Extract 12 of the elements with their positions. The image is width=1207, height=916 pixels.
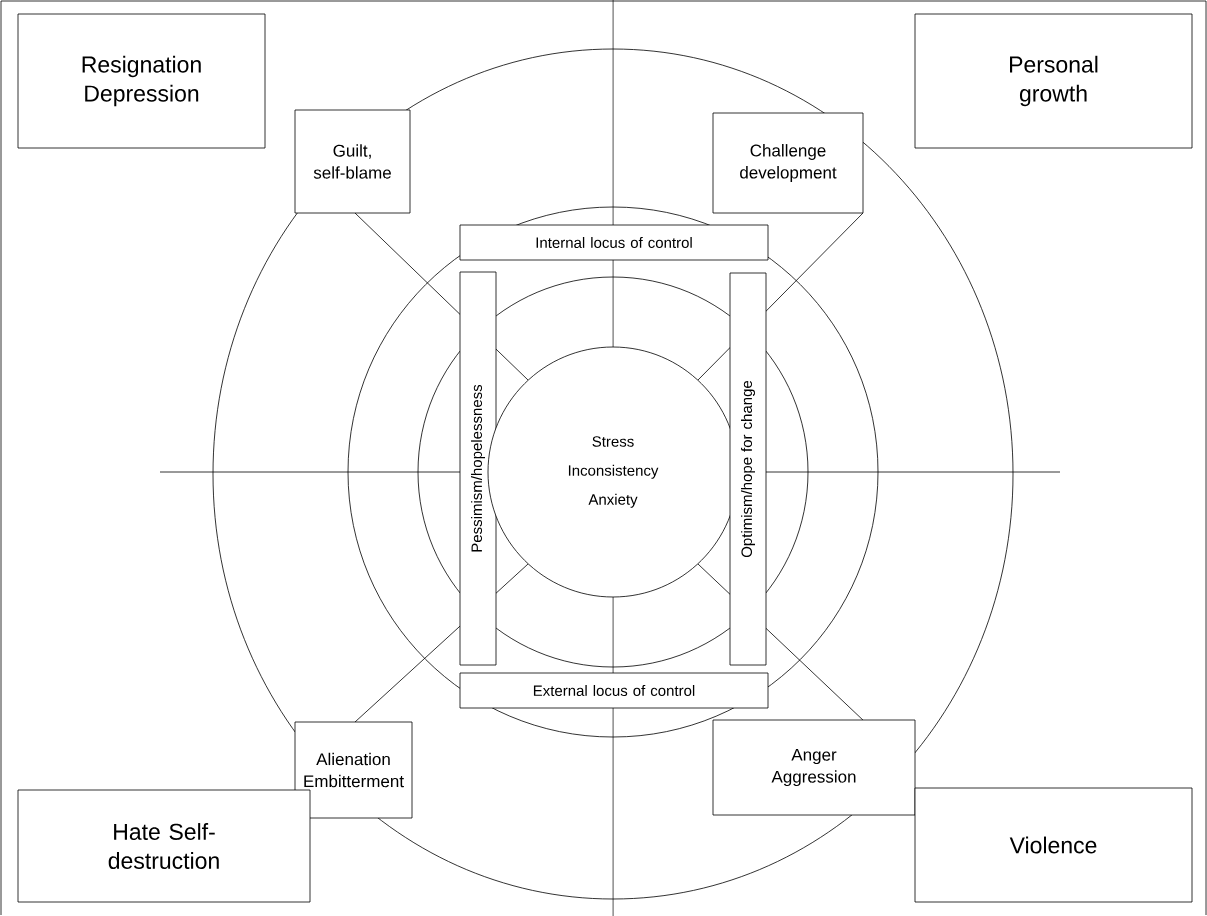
label-box: Guilt, self-blame [294,109,411,214]
label-box: Hate Self-destruction [17,789,311,903]
label-box: Resignation Depression [17,13,266,149]
label-box: Alienation Embitterment [294,721,413,819]
label-box: Anger Aggression [712,719,916,816]
label-box: Internal locus of control [459,224,769,261]
label-box: Violence [914,787,1193,903]
label-box: External locus of control [459,672,769,709]
vertical-box: Optimism/hope for change [729,272,767,666]
vertical-box: Pessimism/hopelessness [459,271,497,666]
label-box: Personal growth [914,13,1193,149]
label-box: Challenge development [712,112,864,214]
